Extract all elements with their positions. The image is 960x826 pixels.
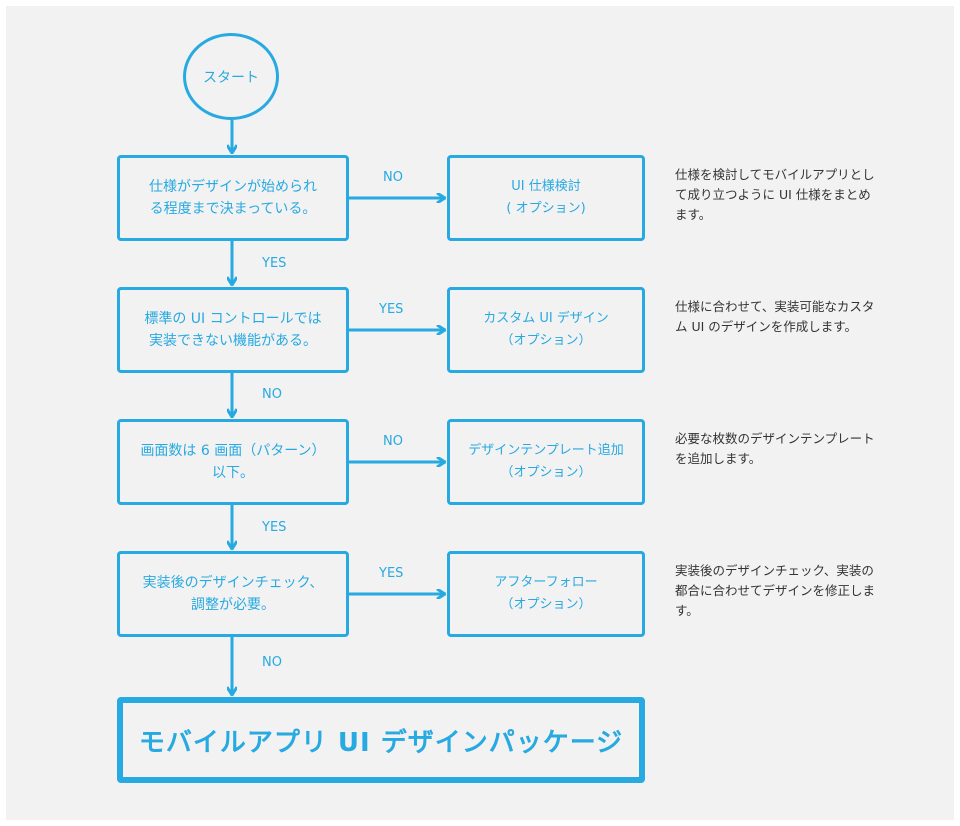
continue-label-3: YES — [262, 520, 287, 535]
decision-2: 標準の UI コントロールでは 実装できない機能がある。 — [117, 287, 349, 373]
decision-1: 仕様がデザインが始められ る程度まで決まっている。 — [117, 155, 349, 241]
branch-label-4: YES — [379, 566, 404, 581]
decision-4: 実装後のデザインチェック、 調整が必要。 — [117, 551, 349, 637]
start-node: スタート — [183, 33, 279, 120]
note-3: 必要な枚数のデザインテンプレートを追加します。 — [675, 431, 875, 466]
option-1: UI 仕様検討 ( オプション) — [447, 155, 645, 241]
continue-label-4: NO — [262, 655, 282, 670]
continue-label-2: NO — [262, 387, 282, 402]
branch-label-1: NO — [383, 170, 403, 185]
diagram-canvas — [6, 6, 954, 820]
note-2: 仕様に合わせて、実装可能なカスタム UI のデザインを作成します。 — [675, 299, 875, 334]
option-3: デザインテンプレート追加 （オプション） — [447, 419, 645, 505]
branch-label-3: NO — [383, 434, 403, 449]
note-4: 実装後のデザインチェック、実装の都合に合わせてデザインを修正します。 — [675, 563, 876, 618]
option-4: アフターフォロー （オプション） — [447, 551, 645, 637]
branch-label-2: YES — [379, 302, 404, 317]
option-2: カスタム UI デザイン （オプション） — [447, 287, 645, 373]
decision-3: 画面数は 6 画面（パターン） 以下。 — [117, 419, 349, 505]
final-package: モバイルアプリ UI デザインパッケージ — [117, 697, 645, 783]
note-1: 仕様を検討してモバイルアプリとして成り立つように UI 仕様をまとめます。 — [675, 167, 875, 222]
continue-label-1: YES — [262, 256, 287, 271]
